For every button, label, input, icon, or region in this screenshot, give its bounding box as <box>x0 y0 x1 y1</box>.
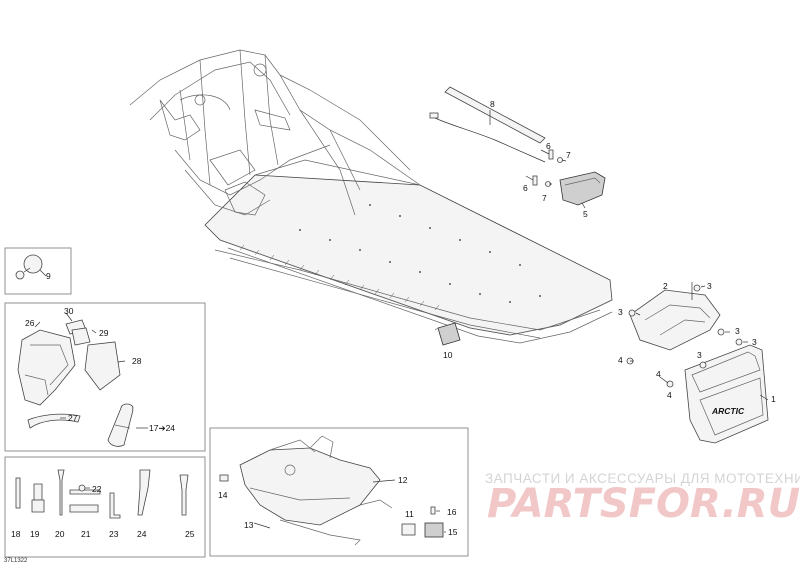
callout-7-top: 7 <box>566 150 571 160</box>
callout-4-bottom: 4 <box>667 390 672 400</box>
callout-6-top: 6 <box>546 141 551 151</box>
drawing-code: 37L1322 <box>4 558 28 564</box>
callout-3-left: 3 <box>618 307 623 317</box>
callout-24: 24 <box>137 529 147 539</box>
bumper-end-cap <box>525 149 606 209</box>
callout-3-top: 3 <box>707 281 712 291</box>
tool-kit <box>15 469 189 519</box>
callout-17-24: 17➔24 <box>149 423 175 433</box>
callout-20: 20 <box>55 529 65 539</box>
callout-22: 22 <box>92 484 102 494</box>
callout-3-right: 3 <box>735 326 740 336</box>
storage-bag <box>17 312 126 429</box>
decal-text: ARCTIC <box>711 406 745 416</box>
callout-13: 13 <box>244 520 254 530</box>
snow-flap: ARCTIC <box>659 344 769 444</box>
callout-26: 26 <box>25 318 35 328</box>
snowmobile-outline <box>219 435 446 546</box>
callout-4-mid: 4 <box>656 369 661 379</box>
chassis-frame <box>129 49 613 344</box>
callout-21: 21 <box>81 529 91 539</box>
callout-3-far-right: 3 <box>752 337 757 347</box>
callout-11: 11 <box>405 509 414 519</box>
callout-3-mid: 3 <box>697 350 702 360</box>
box-tool-kit <box>4 456 206 558</box>
mirror-part <box>15 254 47 280</box>
rear-bumper-bracket <box>626 282 748 365</box>
callout-29: 29 <box>99 328 109 338</box>
box-storage-bag <box>4 302 206 452</box>
callout-16: 16 <box>447 507 457 517</box>
callout-7-bottom: 7 <box>542 193 547 203</box>
strip-and-cable <box>429 86 546 163</box>
callout-1: 1 <box>771 394 776 404</box>
decal-11 <box>401 523 416 536</box>
callout-25: 25 <box>185 529 195 539</box>
watermark-logo-text: PARTSFOR.RU <box>487 481 800 527</box>
callout-6-bottom: 6 <box>523 183 528 193</box>
box-part-9 <box>4 247 72 295</box>
callout-numbers: 8 6 7 6 7 5 2 3 3 3 3 3 4 4 4 1 10 9 30 … <box>11 99 776 539</box>
callout-12: 12 <box>398 475 408 485</box>
callout-14: 14 <box>218 490 228 500</box>
tool-bag-roll <box>107 403 148 447</box>
callout-4-left: 4 <box>618 355 623 365</box>
callout-18: 18 <box>11 529 21 539</box>
callout-5: 5 <box>583 209 588 219</box>
decal-15 <box>424 522 444 538</box>
callout-23: 23 <box>109 529 119 539</box>
box-snowmobile <box>209 427 469 557</box>
callout-15: 15 <box>448 527 458 537</box>
callout-8: 8 <box>490 99 495 109</box>
callout-30: 30 <box>64 306 74 316</box>
small-bracket-10 <box>434 322 461 346</box>
callout-19: 19 <box>30 529 40 539</box>
callout-28: 28 <box>132 356 142 366</box>
watermark: ЗАПЧАСТИ И АКСЕССУАРЫ ДЛЯ МОТОТЕХНИКИ PA… <box>485 471 800 527</box>
callout-27: 27 <box>68 413 78 423</box>
watermark-tagline: ЗАПЧАСТИ И АКСЕССУАРЫ ДЛЯ МОТОТЕХНИКИ <box>485 471 800 486</box>
callout-9: 9 <box>46 271 51 281</box>
callout-10: 10 <box>443 350 453 360</box>
callout-2: 2 <box>663 281 668 291</box>
